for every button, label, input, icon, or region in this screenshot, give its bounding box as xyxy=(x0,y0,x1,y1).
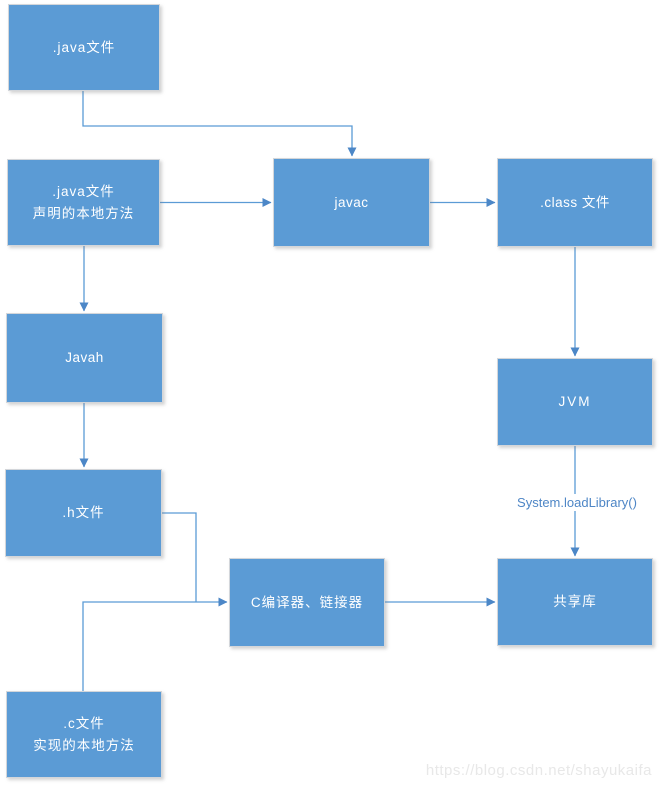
edge-label-load-library: System.loadLibrary() xyxy=(503,494,651,511)
node-javac: javac xyxy=(273,158,430,247)
node-java-native-decl: .java文件 声明的本地方法 xyxy=(7,159,160,246)
node-c-file: .c文件 实现的本地方法 xyxy=(6,691,162,778)
node-h-file: .h文件 xyxy=(5,469,162,557)
node-shared-library: 共享库 xyxy=(497,558,653,646)
node-class-file: .class 文件 xyxy=(497,158,653,247)
watermark-text: https://blog.csdn.net/shayukaifa xyxy=(425,762,652,779)
node-javah: Javah xyxy=(6,313,163,403)
connector-java-file-to-javac xyxy=(82,91,357,157)
node-java-file: .java文件 xyxy=(8,4,160,91)
node-c-compiler-linker: C编译器、链接器 xyxy=(229,558,385,647)
node-jvm: JVM xyxy=(497,358,653,446)
connector-c-to-ccompiler xyxy=(82,597,228,691)
connector-h-to-junction xyxy=(162,512,197,602)
